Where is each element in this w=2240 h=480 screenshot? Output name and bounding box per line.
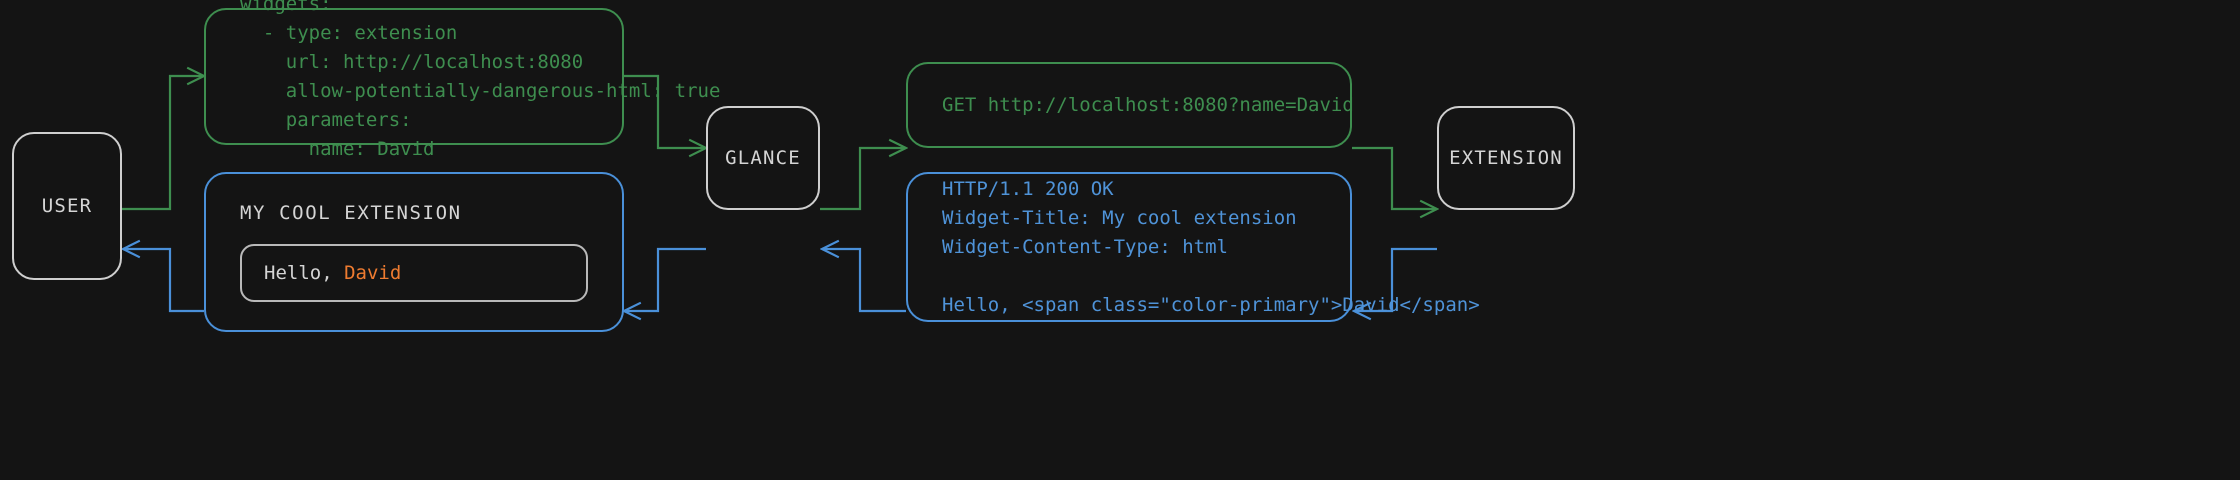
node-http-response[interactable]: HTTP/1.1 200 OK Widget-Title: My cool ex… xyxy=(906,172,1480,322)
widget-title: MY COOL EXTENSION xyxy=(240,202,462,224)
edge-user-to-config xyxy=(121,76,204,211)
node-extension-label: EXTENSION xyxy=(1449,147,1563,169)
node-http-request[interactable]: GET http://localhost:8080?name=David xyxy=(906,62,1354,148)
widget-greeting: Hello, David xyxy=(264,262,401,284)
edge-widget-to-user xyxy=(123,249,204,313)
edge-glance-to-widget xyxy=(624,247,706,311)
node-glance-label: GLANCE xyxy=(725,147,801,169)
widget-greeting-prefix: Hello, xyxy=(264,262,345,284)
widget-body: Hello, David xyxy=(240,244,588,302)
node-rendered-widget[interactable]: MY COOL EXTENSION Hello, David xyxy=(204,172,624,332)
edge-glance-to-request xyxy=(820,148,906,211)
node-extension[interactable]: EXTENSION xyxy=(1437,106,1575,210)
edge-response-to-glance xyxy=(822,249,906,313)
http-response-text: HTTP/1.1 200 OK Widget-Title: My cool ex… xyxy=(942,177,1480,316)
node-glance[interactable]: GLANCE xyxy=(706,106,820,210)
http-request-text: GET http://localhost:8080?name=David xyxy=(942,93,1354,116)
widget-greeting-name: David xyxy=(344,262,402,284)
node-config-yaml[interactable]: widgets: - type: extension url: http://l… xyxy=(204,0,720,160)
node-user-label: USER xyxy=(41,195,93,217)
config-yaml-text: widgets: - type: extension url: http://l… xyxy=(240,0,721,160)
node-user[interactable]: USER xyxy=(12,132,122,280)
